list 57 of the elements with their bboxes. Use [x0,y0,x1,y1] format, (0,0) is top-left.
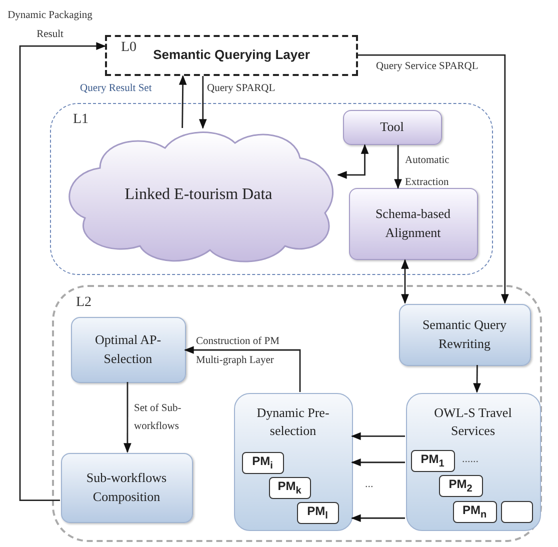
box-label: Dynamic Pre-selection [256,404,330,440]
arrow [351,514,405,522]
arrow [124,382,132,453]
arrow [337,144,369,179]
box-label: Schema-based Alignment [374,204,452,242]
process-box [60,452,192,522]
pm-card [452,501,496,523]
box-label: Semantic Querying Layer [153,46,310,64]
box-label: Optimal AP-Selection [94,330,162,368]
layer-label: L0 [121,40,137,56]
layer-panel [50,103,493,275]
pm-card [268,477,310,499]
arrow [198,76,207,129]
box-label: Linked E-tourism Data [124,184,274,205]
pm-card [410,450,454,472]
layer-label: L1 [73,112,89,128]
pm-card [242,452,284,474]
blank-card [500,501,532,523]
service-panel [234,392,352,530]
arrow [178,75,187,128]
arrow [19,42,106,501]
layer-label: L2 [76,295,92,311]
arrow [351,458,405,466]
box-label: OWL-S Travel Services [433,404,513,440]
arrow [401,259,409,304]
edge-label: Construction of PM Multi-graph Layer [196,335,280,368]
box-label: PM$_{n}$ [461,502,488,522]
arrow [394,145,402,189]
process-box [348,188,478,260]
arrow [184,346,301,392]
edge-label: Query Result Set [80,82,153,95]
box-label: PM$_{k}$ [276,478,302,498]
box-label: PM$_{2}$ [448,476,474,496]
layer-panel [52,285,542,542]
ellipsis-label: ...... [462,453,478,465]
service-panel [406,392,540,530]
edge-label: Query SPARQL [207,82,276,95]
box-label: Semantic Query Rewriting [421,316,508,353]
box-label: PM$_{i}$ [251,452,274,473]
process-box [398,304,530,366]
arrow [358,54,509,304]
pm-card [296,502,338,524]
layer-box [105,35,358,76]
process-box [342,110,442,144]
edge-label: Automatic Extraction [405,154,450,190]
edge-label: Set of Sub-workflows [134,402,182,434]
arrow [473,365,481,393]
ellipsis-label: ... [365,478,374,490]
box-label: Sub-workflows Composition [85,468,168,506]
box-label: PM$_{1}$ [420,450,446,471]
box-label: PM$_{l}$ [306,502,329,523]
process-box [70,316,186,382]
arrow [351,432,405,440]
pm-card [438,475,482,497]
box-label: Tool [379,118,405,136]
edge-label: Dynamic Packaging Result [6,9,94,42]
edge-label: Query Service SPARQL [376,60,480,73]
